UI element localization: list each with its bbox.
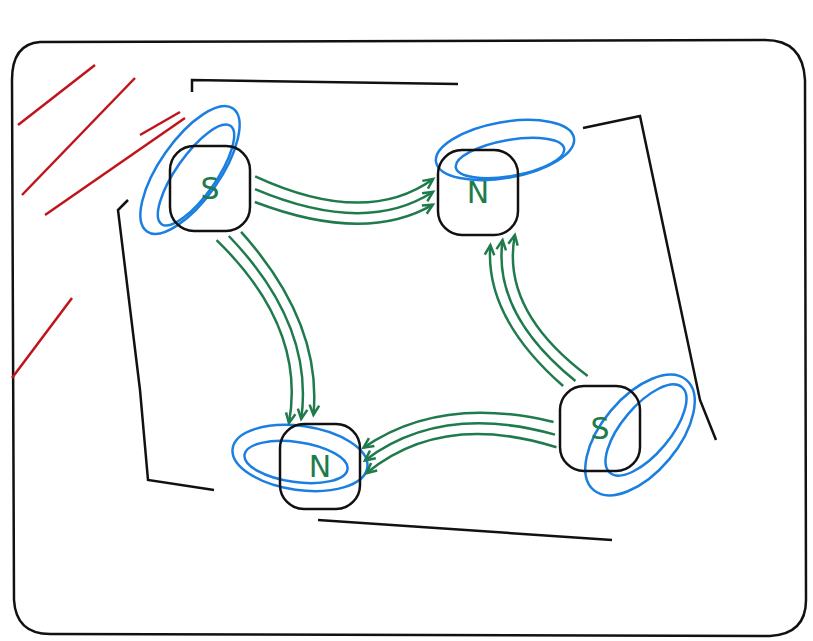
field-line (485, 235, 588, 386)
magnet-pole: N (278, 422, 362, 511)
frame-line (192, 80, 458, 92)
pole-letter: S (200, 172, 219, 205)
outer-housing (12, 40, 806, 636)
pole-letter: N (467, 176, 489, 209)
frame-line (583, 116, 716, 440)
field-line (217, 232, 320, 423)
magnet-pole: S (168, 144, 252, 233)
pole-letter: S (590, 412, 609, 445)
magnet-pole: N (436, 148, 520, 237)
frame-line (318, 520, 612, 540)
magnet-pole: S (558, 384, 642, 473)
pole-letter: N (309, 450, 331, 483)
field-line (364, 413, 557, 473)
frame-line (118, 200, 214, 490)
field-line (255, 176, 433, 223)
blue-hatching (122, 91, 715, 514)
